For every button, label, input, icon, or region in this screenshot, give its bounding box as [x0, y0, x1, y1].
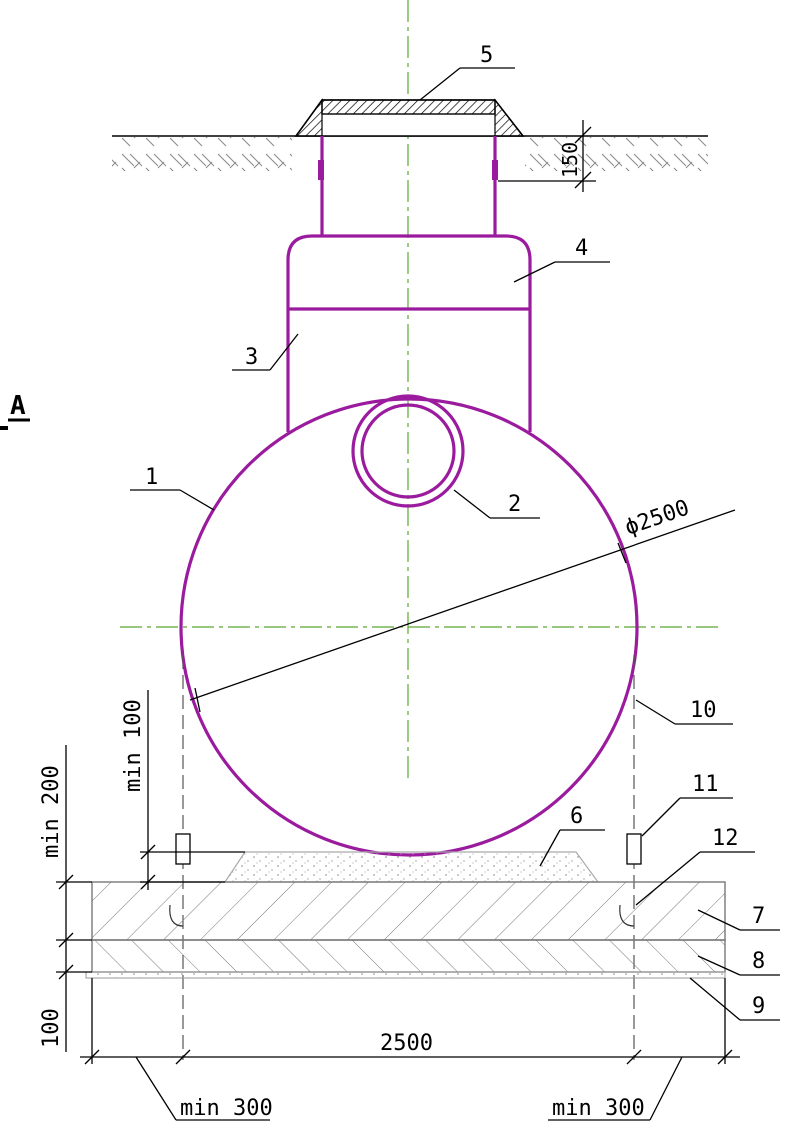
section-label: A [10, 391, 26, 421]
margin-leaders: min 300 min 300 [135, 1056, 683, 1121]
section-marker: A [0, 391, 30, 430]
sand-min-label: min 100 [121, 699, 146, 792]
callout-8: 8 [752, 949, 765, 974]
sand-bed [223, 851, 600, 883]
width-dimension: 2500 [80, 978, 740, 1065]
callout-2: 2 [508, 492, 521, 517]
ground-layer [112, 135, 708, 171]
anchor-fitting-right [626, 833, 642, 865]
manhole-cover [294, 98, 525, 137]
callout-11: 11 [692, 772, 719, 797]
callout-12: 12 [712, 826, 739, 851]
base-min-label: min 200 [39, 765, 64, 858]
diameter-label: ϕ2500 [622, 495, 693, 540]
width-dimension-label: 2500 [380, 1031, 433, 1056]
anchor-fitting-left [175, 833, 191, 865]
callout-10: 10 [690, 698, 717, 723]
callout-5: 5 [480, 43, 493, 68]
right-margin-label: min 300 [552, 1096, 645, 1121]
callout-1: 1 [145, 465, 158, 490]
callouts: 5 4 3 1 2 10 11 6 12 7 [130, 43, 780, 1021]
neck-depth-label: 150 [558, 142, 582, 178]
tank-riser [286, 234, 532, 432]
concrete-slab [91, 881, 726, 941]
gravel-layer [91, 939, 726, 973]
left-margin-label: min 300 [180, 1096, 273, 1121]
sand-layer [85, 971, 726, 979]
bottom-layer-label: 100 [39, 1008, 64, 1048]
callout-3: 3 [245, 345, 258, 370]
neck-dimension: 150 [498, 120, 596, 192]
callout-4: 4 [575, 236, 588, 261]
tank-neck [318, 136, 498, 236]
left-vertical-dimensions: min 200 100 min 100 [39, 690, 245, 1052]
inlet-pipe [351, 394, 465, 508]
diameter-line [189, 509, 736, 701]
callout-6: 6 [570, 804, 583, 829]
callout-9: 9 [752, 994, 765, 1019]
callout-7: 7 [752, 904, 765, 929]
